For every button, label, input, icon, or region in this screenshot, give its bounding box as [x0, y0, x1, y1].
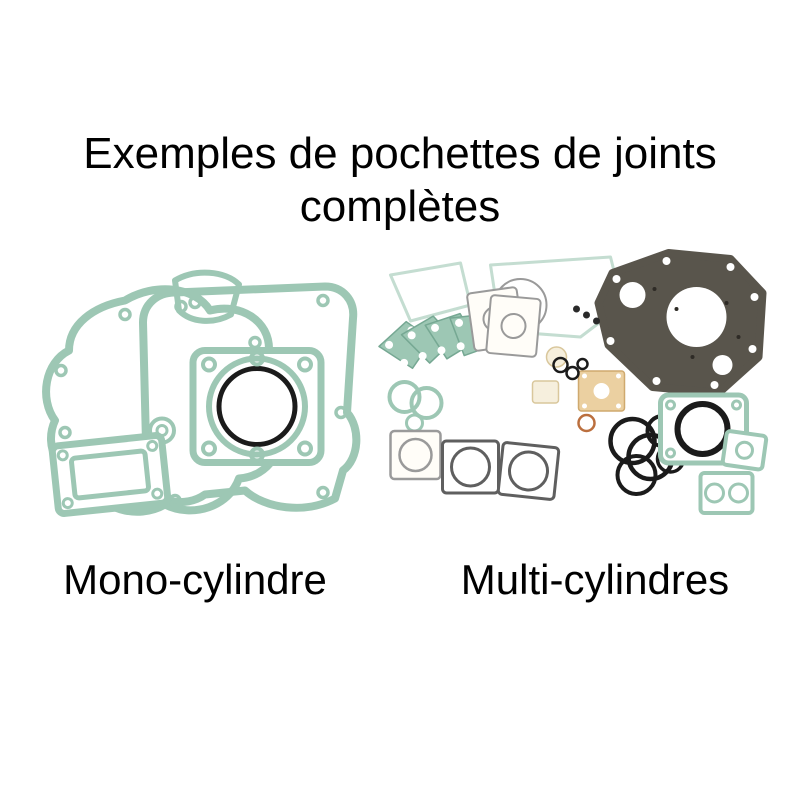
cylinder-base-gaskets	[389, 429, 561, 501]
round-teal-gaskets	[387, 380, 444, 433]
label-mono-cylindre: Mono-cylindre	[63, 556, 327, 603]
teal-side-gaskets	[698, 429, 769, 515]
mono-cylinder-gasket-svg	[42, 269, 361, 517]
multi-cylinder-gasket-svg	[378, 249, 769, 515]
cylinder-head-gasket	[189, 347, 325, 466]
page-title: Exemples de pochettes de joints complète…	[0, 128, 800, 234]
mono-cylinder-gasket-illustration	[25, 260, 365, 545]
label-multi-cylindres: Multi-cylindres	[460, 556, 730, 603]
small-o-rings	[552, 305, 600, 433]
crankcase-gasket-dark	[594, 249, 767, 397]
paper-gaskets	[466, 286, 542, 358]
beige-gaskets	[531, 346, 626, 412]
valve-cover-gasket	[172, 269, 242, 324]
page-title-line2: complètes	[299, 181, 501, 231]
multi-cylinder-gasket-illustration	[368, 245, 773, 535]
page-title-line1: Exemples de pochettes de joints	[83, 129, 717, 178]
base-gasket	[48, 432, 172, 517]
